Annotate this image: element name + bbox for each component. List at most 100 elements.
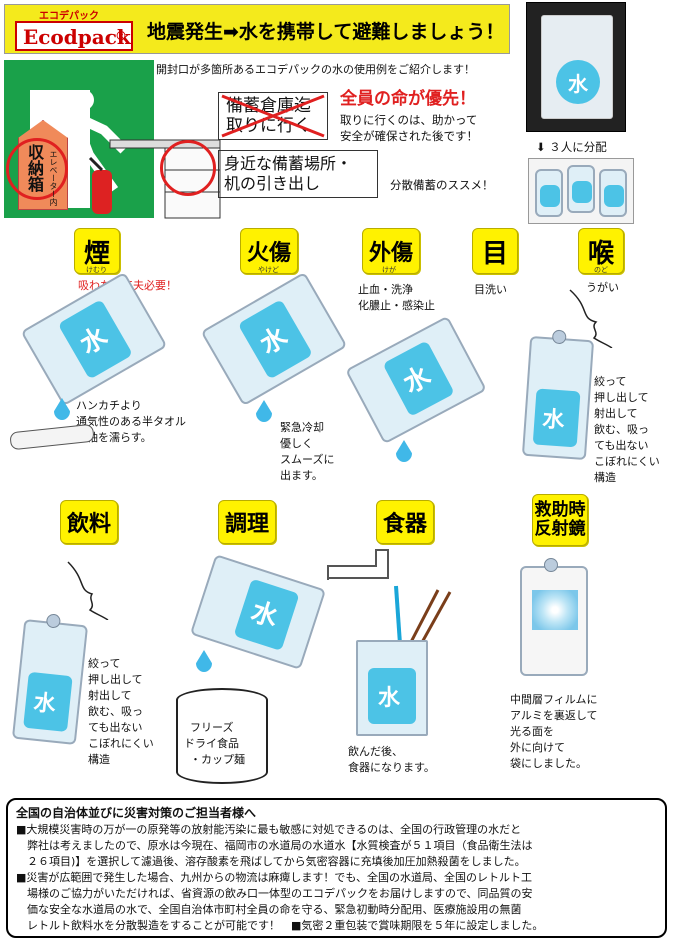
throat-desc-4: 飲む、吸っ [594, 423, 649, 436]
mirror-desc-2: アルミを裏返して [510, 709, 598, 722]
mirror-desc-5: 袋にしました。 [510, 757, 587, 770]
mirror-desc-1: 中間層フィルムに [510, 693, 598, 706]
red-circle-desk [160, 140, 216, 196]
throat-desc-1: 絞って [594, 375, 627, 388]
injury-desc-1: 止血・洗浄 [358, 283, 413, 296]
throat-desc-2: 押し出して [594, 391, 649, 404]
notice-line-6: 価な安全な水道局の水で、全国自治体市町村全員の命を守る、緊急初動時分配用、医療施… [16, 903, 522, 916]
bag-burn: 水 [200, 271, 348, 407]
badge-drink: 飲料 [60, 500, 118, 544]
header-banner: エコデパック Ecodpack® 地震発生➡水を携帯して避難しましょう！ [4, 4, 510, 54]
nearby-line-2: 机の引き出し [224, 174, 321, 193]
drink-desc-3: 射出して [88, 689, 132, 702]
recommend-text: 分散備蓄のススメ！ [390, 178, 494, 192]
drop-burn [256, 400, 272, 422]
notice-line-4: ■災害が広範囲で発生した場合、九州からの物流は麻痺します！でも、全国の水道局、全… [16, 871, 533, 884]
priority-sub-1: 取りに行くのは、助かって [340, 113, 478, 127]
cup-line-2: ドライ食品 [184, 737, 239, 750]
chopsticks-straw [327, 549, 452, 647]
notice-line-5: 場様のご協力がいただければ、省資源の飲み口一体型のエコデパックをお届けしますので… [16, 887, 533, 900]
badge-eye: 目 [472, 228, 518, 274]
notice-line-1: ■大規模災害時の万が一の原発等の放射能汚染に最も敏感に対処できるのは、全国の行政… [16, 823, 522, 836]
nearby-line-1: 身近な備蓄場所・ [224, 154, 353, 173]
cross-mark [221, 94, 325, 138]
product-photo: 水 [526, 2, 626, 132]
brand-name: Ecodpack [23, 25, 131, 49]
bag-throat: 水 [521, 329, 595, 461]
badge-throat: 喉 [578, 228, 624, 274]
bag-dishes-water: 水 [378, 686, 401, 711]
eye-desc: 目洗い [474, 283, 507, 296]
badge-dishes: 食器 [376, 500, 434, 544]
red-circle-left [6, 138, 68, 200]
throat-desc-7: 構造 [594, 471, 616, 484]
priority-title: 全員の命が優先！ [340, 89, 476, 109]
drink-desc-4: 飲む、吸っ [88, 705, 143, 718]
drink-desc-5: ても出ない [88, 721, 143, 734]
drop-injury [396, 440, 412, 462]
brand-logo: エコデパック Ecodpack® [15, 7, 133, 53]
badge-smoke: 煙 [74, 228, 120, 274]
dishes-desc-1: 飲んだ後、 [348, 745, 403, 758]
smoke-desc-3: ・袖を濡らす。 [76, 431, 152, 444]
burn-desc-4: 出ます。 [280, 469, 323, 482]
notice-heading: 全国の自治体並びに災害対策のご担当者様へ [16, 806, 257, 820]
throat-desc-6: こぼれにくい [594, 455, 660, 468]
three-packs [528, 158, 634, 224]
bag-cooking: 水 [189, 554, 327, 670]
throat-desc-3: 射出して [594, 407, 638, 420]
bag-mirror [520, 558, 588, 676]
drop-cooking [196, 650, 212, 672]
registered-mark: ® [115, 29, 127, 43]
mirror-desc-4: 外に向けて [510, 741, 565, 754]
burn-desc-2: 優しく [280, 437, 313, 450]
share-text: ⬇ ３人に分配 [536, 140, 607, 154]
burn-desc-1: 緊急冷却 [280, 421, 324, 434]
nearby-box [218, 150, 378, 198]
crossed-box [218, 92, 328, 140]
dishes-desc-2: 食器になります。 [348, 761, 435, 774]
throat-desc-5: ても出ない [594, 439, 649, 452]
ruby-throat: のど [594, 266, 608, 274]
ruby-burn: やけど [258, 266, 279, 274]
intro-lead: 開封口が多箇所あるエコデパックの水の使用例をご紹介します！ [156, 63, 475, 76]
storage-box-sub: エレベーター内 [49, 150, 58, 206]
notice-line-7: レトルト飲料水を分散製造をすることが可能です！ ■気密２重包装で賞味期限を５年に… [16, 919, 544, 932]
badge-mirror-2: 反射鏡 [534, 519, 586, 539]
drink-desc-1: 絞って [88, 657, 121, 670]
bag-drink: 水 [11, 613, 89, 746]
priority-sub-2: 安全が確保された後です！ [340, 129, 478, 143]
badge-mirror: 救助時反射鏡 [532, 494, 588, 546]
injury-desc-2: 化膿止・感染止 [358, 299, 435, 312]
ruby-smoke: けむり [86, 266, 107, 274]
brand-top: エコデパック [39, 11, 99, 22]
bag-drink-water: 水 [32, 690, 57, 718]
drink-desc-6: こぼれにくい [88, 737, 154, 750]
cup-line-3: ・カップ麺 [190, 753, 245, 766]
face-profile-1 [569, 289, 613, 348]
burn-desc-3: スムーズに [280, 453, 335, 466]
bag-injury: 水 [345, 315, 487, 445]
share-label: ３人に分配 [549, 140, 607, 154]
cup-line-1: フリーズ [190, 721, 234, 734]
badge-burn: 火傷 [240, 228, 298, 274]
notice-box: 全国の自治体並びに災害対策のご担当者様へ ■大規模災害時の万が一の原発等の放射能… [6, 798, 667, 938]
badge-injury: 外傷 [362, 228, 420, 274]
face-profile-2 [67, 561, 109, 620]
towel-illustration [9, 423, 95, 451]
badge-cooking: 調理 [218, 500, 276, 544]
mirror-desc-3: 光る面を [510, 725, 554, 738]
drink-desc-7: 構造 [88, 753, 110, 766]
notice-line-2: 弊社は考えましたので、原水は今現在、福岡市の水道局の水道水【水質検査が５１項目（… [16, 839, 533, 852]
page-title: 地震発生➡水を携帯して避難しましょう！ [147, 21, 505, 43]
photo-water-glyph: 水 [568, 72, 588, 96]
storage-box-label: 収納箱 [25, 144, 44, 192]
ruby-injury: けが [382, 266, 396, 274]
instant-cup [176, 688, 268, 784]
bag-dishes: 水 [356, 640, 428, 736]
smoke-desc-2: 通気性のある半タオル [76, 415, 186, 428]
bag-throat-water: 水 [541, 406, 566, 434]
smoke-desc-1: ハンカチより [76, 399, 142, 412]
badge-mirror-1: 救助時 [534, 500, 586, 521]
throat-top: うがい [586, 281, 619, 294]
